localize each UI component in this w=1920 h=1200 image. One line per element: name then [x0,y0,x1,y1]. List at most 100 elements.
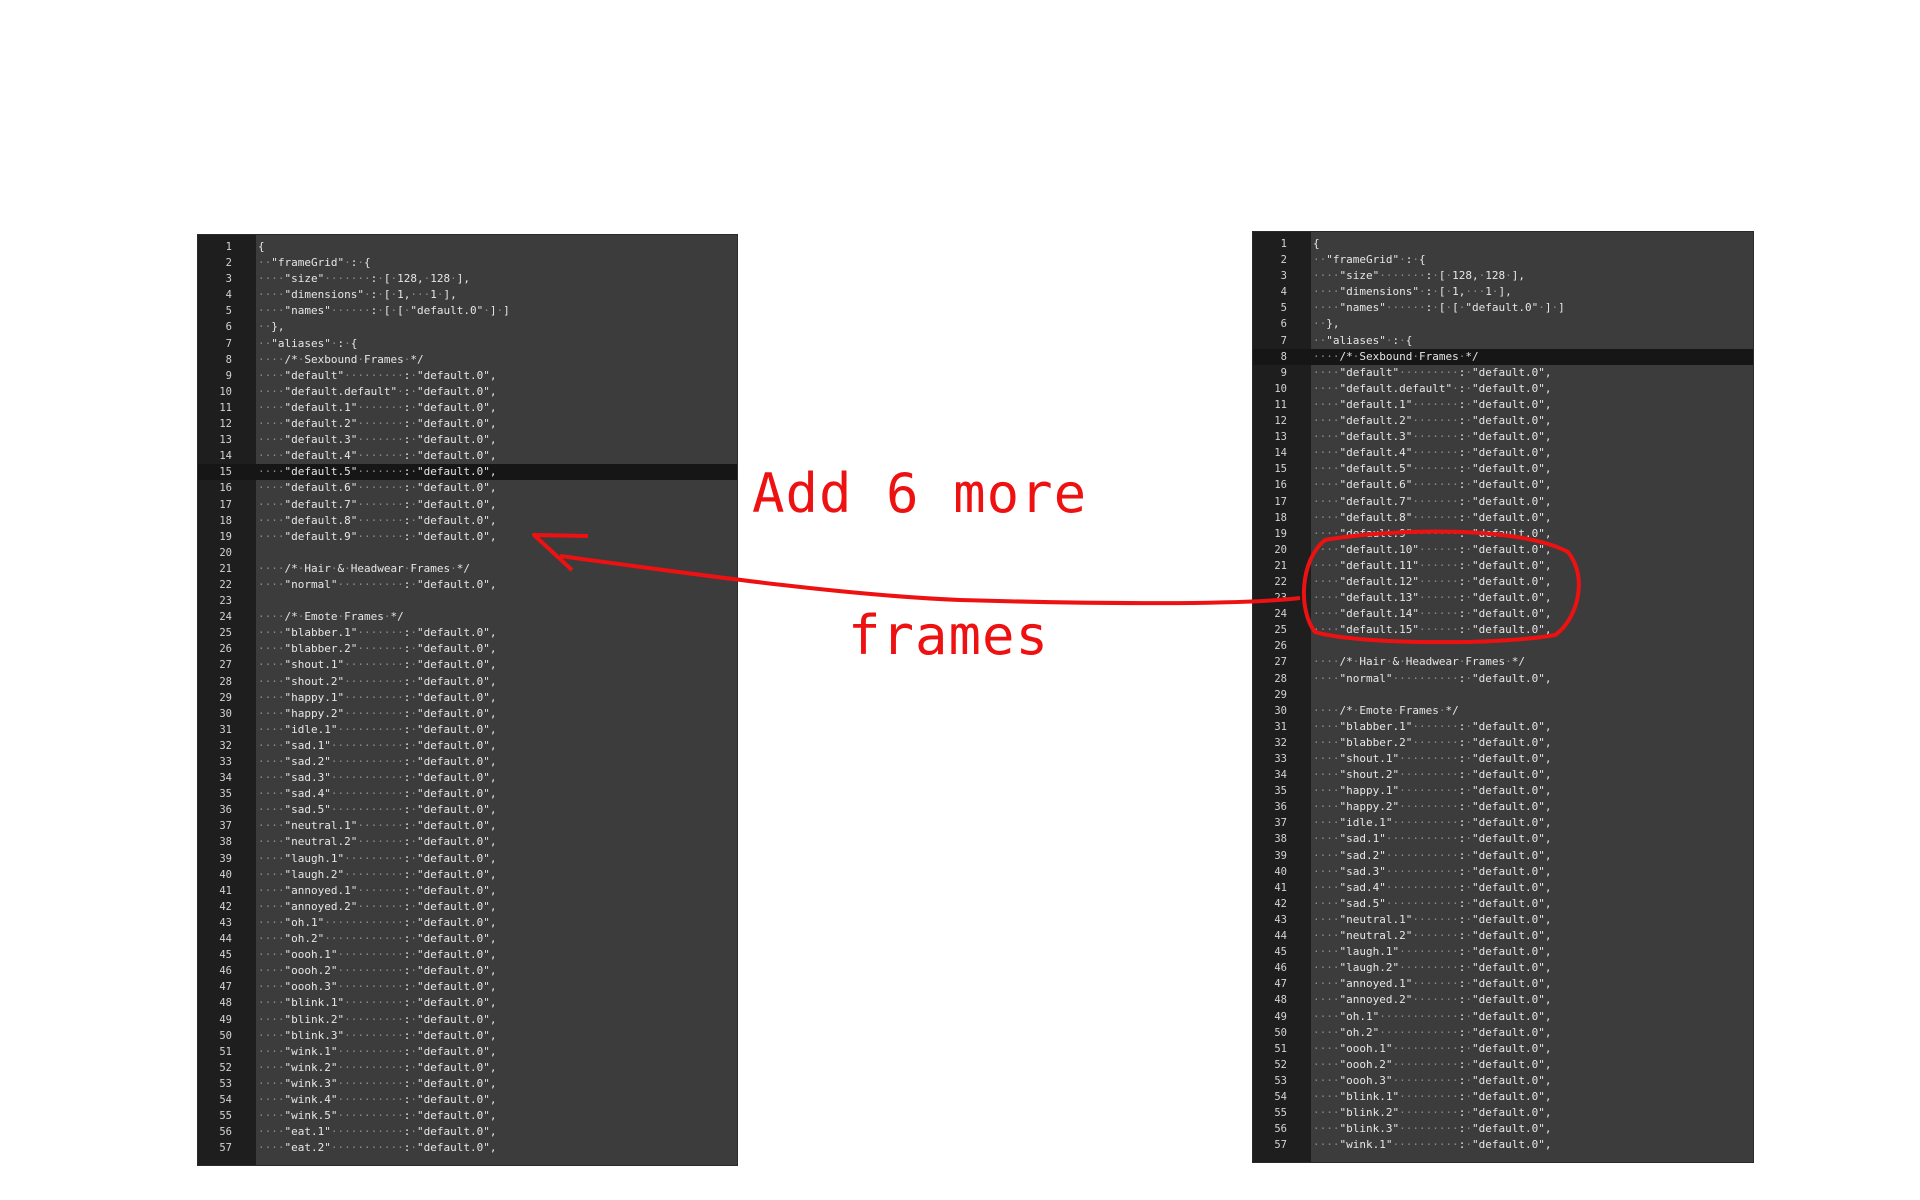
code-line[interactable]: 31····"blabber.1"·······:·"default.0", [1253,719,1753,735]
code-line[interactable]: 33····"shout.1"·········:·"default.0", [1253,751,1753,767]
code-line[interactable]: 13····"default.3"·······:·"default.0", [198,432,737,448]
code-line[interactable]: 25····"blabber.1"·······:·"default.0", [198,625,737,641]
code-line[interactable]: 25····"default.15"······:·"default.0", [1253,622,1753,638]
code-line[interactable]: 38····"sad.1"···········:·"default.0", [1253,831,1753,847]
code-line[interactable]: 52····"wink.2"··········:·"default.0", [198,1060,737,1076]
code-line[interactable]: 30····"happy.2"·········:·"default.0", [198,706,737,722]
code-line[interactable]: 35····"happy.1"·········:·"default.0", [1253,783,1753,799]
code-line[interactable]: 21····"default.11"······:·"default.0", [1253,558,1753,574]
code-line[interactable]: 26 [1253,638,1753,654]
code-line[interactable]: 7··"aliases"·:·{ [198,336,737,352]
code-line[interactable]: 27····/*·Hair·&·Headwear·Frames·*/ [1253,654,1753,670]
code-line[interactable]: 15····"default.5"·······:·"default.0", [198,464,737,481]
code-line[interactable]: 30····/*·Emote·Frames·*/ [1253,703,1753,719]
code-line[interactable]: 36····"sad.5"···········:·"default.0", [198,802,737,818]
code-line[interactable]: 16····"default.6"·······:·"default.0", [1253,477,1753,493]
code-line[interactable]: 55····"blink.2"·········:·"default.0", [1253,1105,1753,1121]
code-line[interactable]: 40····"sad.3"···········:·"default.0", [1253,864,1753,880]
code-line[interactable]: 57····"wink.1"··········:·"default.0", [1253,1137,1753,1153]
code-line[interactable]: 47····"annoyed.1"·······:·"default.0", [1253,976,1753,992]
code-line[interactable]: 19····"default.9"·······:·"default.0", [198,529,737,545]
code-line[interactable]: 32····"sad.1"···········:·"default.0", [198,738,737,754]
code-line[interactable]: 46····"oooh.2"··········:·"default.0", [198,963,737,979]
code-lines[interactable]: 1{2··"frameGrid"·:·{3····"size"·······:·… [1253,236,1753,1153]
code-line[interactable]: 48····"annoyed.2"·······:·"default.0", [1253,992,1753,1008]
code-line[interactable]: 39····"sad.2"···········:·"default.0", [1253,848,1753,864]
right-code-editor[interactable]: 1{2··"frameGrid"·:·{3····"size"·······:·… [1253,232,1753,1162]
code-line[interactable]: 5····"names"······:·[·[·"default.0"·]·] [198,303,737,319]
code-line[interactable]: 53····"oooh.3"··········:·"default.0", [1253,1073,1753,1089]
code-line[interactable]: 52····"oooh.2"··········:·"default.0", [1253,1057,1753,1073]
code-line[interactable]: 8····/*·Sexbound·Frames·*/ [198,352,737,368]
code-line[interactable]: 1{ [198,239,737,255]
code-line[interactable]: 54····"blink.1"·········:·"default.0", [1253,1089,1753,1105]
left-code-editor[interactable]: 1{2··"frameGrid"·:·{3····"size"·······:·… [198,235,737,1165]
code-line[interactable]: 2··"frameGrid"·:·{ [1253,252,1753,268]
code-line[interactable]: 34····"shout.2"·········:·"default.0", [1253,767,1753,783]
code-line[interactable]: 43····"oh.1"············:·"default.0", [198,915,737,931]
code-line[interactable]: 8····/*·Sexbound·Frames·*/ [1253,348,1753,365]
code-line[interactable]: 5····"names"······:·[·[·"default.0"·]·] [1253,300,1753,316]
code-line[interactable]: 49····"blink.2"·········:·"default.0", [198,1012,737,1028]
code-line[interactable]: 23····"default.13"······:·"default.0", [1253,590,1753,606]
code-line[interactable]: 28····"shout.2"·········:·"default.0", [198,674,737,690]
code-line[interactable]: 15····"default.5"·······:·"default.0", [1253,461,1753,477]
code-line[interactable]: 11····"default.1"·······:·"default.0", [1253,397,1753,413]
code-line[interactable]: 27····"shout.1"·········:·"default.0", [198,657,737,673]
code-line[interactable]: 50····"oh.2"············:·"default.0", [1253,1025,1753,1041]
code-line[interactable]: 20····"default.10"······:·"default.0", [1253,542,1753,558]
code-line[interactable]: 6··}, [198,319,737,335]
code-line[interactable]: 48····"blink.1"·········:·"default.0", [198,995,737,1011]
code-line[interactable]: 55····"wink.5"··········:·"default.0", [198,1108,737,1124]
code-line[interactable]: 7··"aliases"·:·{ [1253,333,1753,349]
code-line[interactable]: 3····"size"·······:·[·128,·128·], [1253,268,1753,284]
code-line[interactable]: 21····/*·Hair·&·Headwear·Frames·*/ [198,561,737,577]
code-line[interactable]: 12····"default.2"·······:·"default.0", [198,416,737,432]
code-line[interactable]: 28····"normal"··········:·"default.0", [1253,671,1753,687]
code-line[interactable]: 51····"oooh.1"··········:·"default.0", [1253,1041,1753,1057]
code-line[interactable]: 42····"sad.5"···········:·"default.0", [1253,896,1753,912]
code-line[interactable]: 13····"default.3"·······:·"default.0", [1253,429,1753,445]
code-line[interactable]: 24····/*·Emote·Frames·*/ [198,609,737,625]
code-line[interactable]: 36····"happy.2"·········:·"default.0", [1253,799,1753,815]
code-line[interactable]: 17····"default.7"·······:·"default.0", [198,497,737,513]
code-line[interactable]: 56····"blink.3"·········:·"default.0", [1253,1121,1753,1137]
code-line[interactable]: 57····"eat.2"···········:·"default.0", [198,1140,737,1156]
code-line[interactable]: 1{ [1253,236,1753,252]
code-line[interactable]: 11····"default.1"·······:·"default.0", [198,400,737,416]
code-lines[interactable]: 1{2··"frameGrid"·:·{3····"size"·······:·… [198,239,737,1156]
code-line[interactable]: 41····"annoyed.1"·······:·"default.0", [198,883,737,899]
code-line[interactable]: 38····"neutral.2"·······:·"default.0", [198,834,737,850]
code-line[interactable]: 20 [198,545,737,561]
code-line[interactable]: 17····"default.7"·······:·"default.0", [1253,494,1753,510]
code-line[interactable]: 50····"blink.3"·········:·"default.0", [198,1028,737,1044]
code-line[interactable]: 18····"default.8"·······:·"default.0", [198,513,737,529]
code-line[interactable]: 45····"laugh.1"·········:·"default.0", [1253,944,1753,960]
code-line[interactable]: 16····"default.6"·······:·"default.0", [198,480,737,496]
code-line[interactable]: 9····"default"·········:·"default.0", [198,368,737,384]
code-line[interactable]: 33····"sad.2"···········:·"default.0", [198,754,737,770]
code-line[interactable]: 42····"annoyed.2"·······:·"default.0", [198,899,737,915]
code-line[interactable]: 9····"default"·········:·"default.0", [1253,365,1753,381]
code-line[interactable]: 10····"default.default"·:·"default.0", [198,384,737,400]
code-line[interactable]: 14····"default.4"·······:·"default.0", [198,448,737,464]
code-line[interactable]: 32····"blabber.2"·······:·"default.0", [1253,735,1753,751]
code-line[interactable]: 23 [198,593,737,609]
code-line[interactable]: 49····"oh.1"············:·"default.0", [1253,1009,1753,1025]
code-line[interactable]: 37····"neutral.1"·······:·"default.0", [198,818,737,834]
code-line[interactable]: 40····"laugh.2"·········:·"default.0", [198,867,737,883]
code-line[interactable]: 34····"sad.3"···········:·"default.0", [198,770,737,786]
code-line[interactable]: 26····"blabber.2"·······:·"default.0", [198,641,737,657]
code-line[interactable]: 19····"default.9"·······:·"default.0", [1253,526,1753,542]
code-line[interactable]: 39····"laugh.1"·········:·"default.0", [198,851,737,867]
code-line[interactable]: 41····"sad.4"···········:·"default.0", [1253,880,1753,896]
code-line[interactable]: 54····"wink.4"··········:·"default.0", [198,1092,737,1108]
code-line[interactable]: 4····"dimensions"·:·[·1,···1·], [198,287,737,303]
code-line[interactable]: 47····"oooh.3"··········:·"default.0", [198,979,737,995]
code-line[interactable]: 51····"wink.1"··········:·"default.0", [198,1044,737,1060]
code-line[interactable]: 22····"normal"··········:·"default.0", [198,577,737,593]
code-line[interactable]: 53····"wink.3"··········:·"default.0", [198,1076,737,1092]
code-line[interactable]: 31····"idle.1"··········:·"default.0", [198,722,737,738]
code-line[interactable]: 18····"default.8"·······:·"default.0", [1253,510,1753,526]
code-line[interactable]: 14····"default.4"·······:·"default.0", [1253,445,1753,461]
